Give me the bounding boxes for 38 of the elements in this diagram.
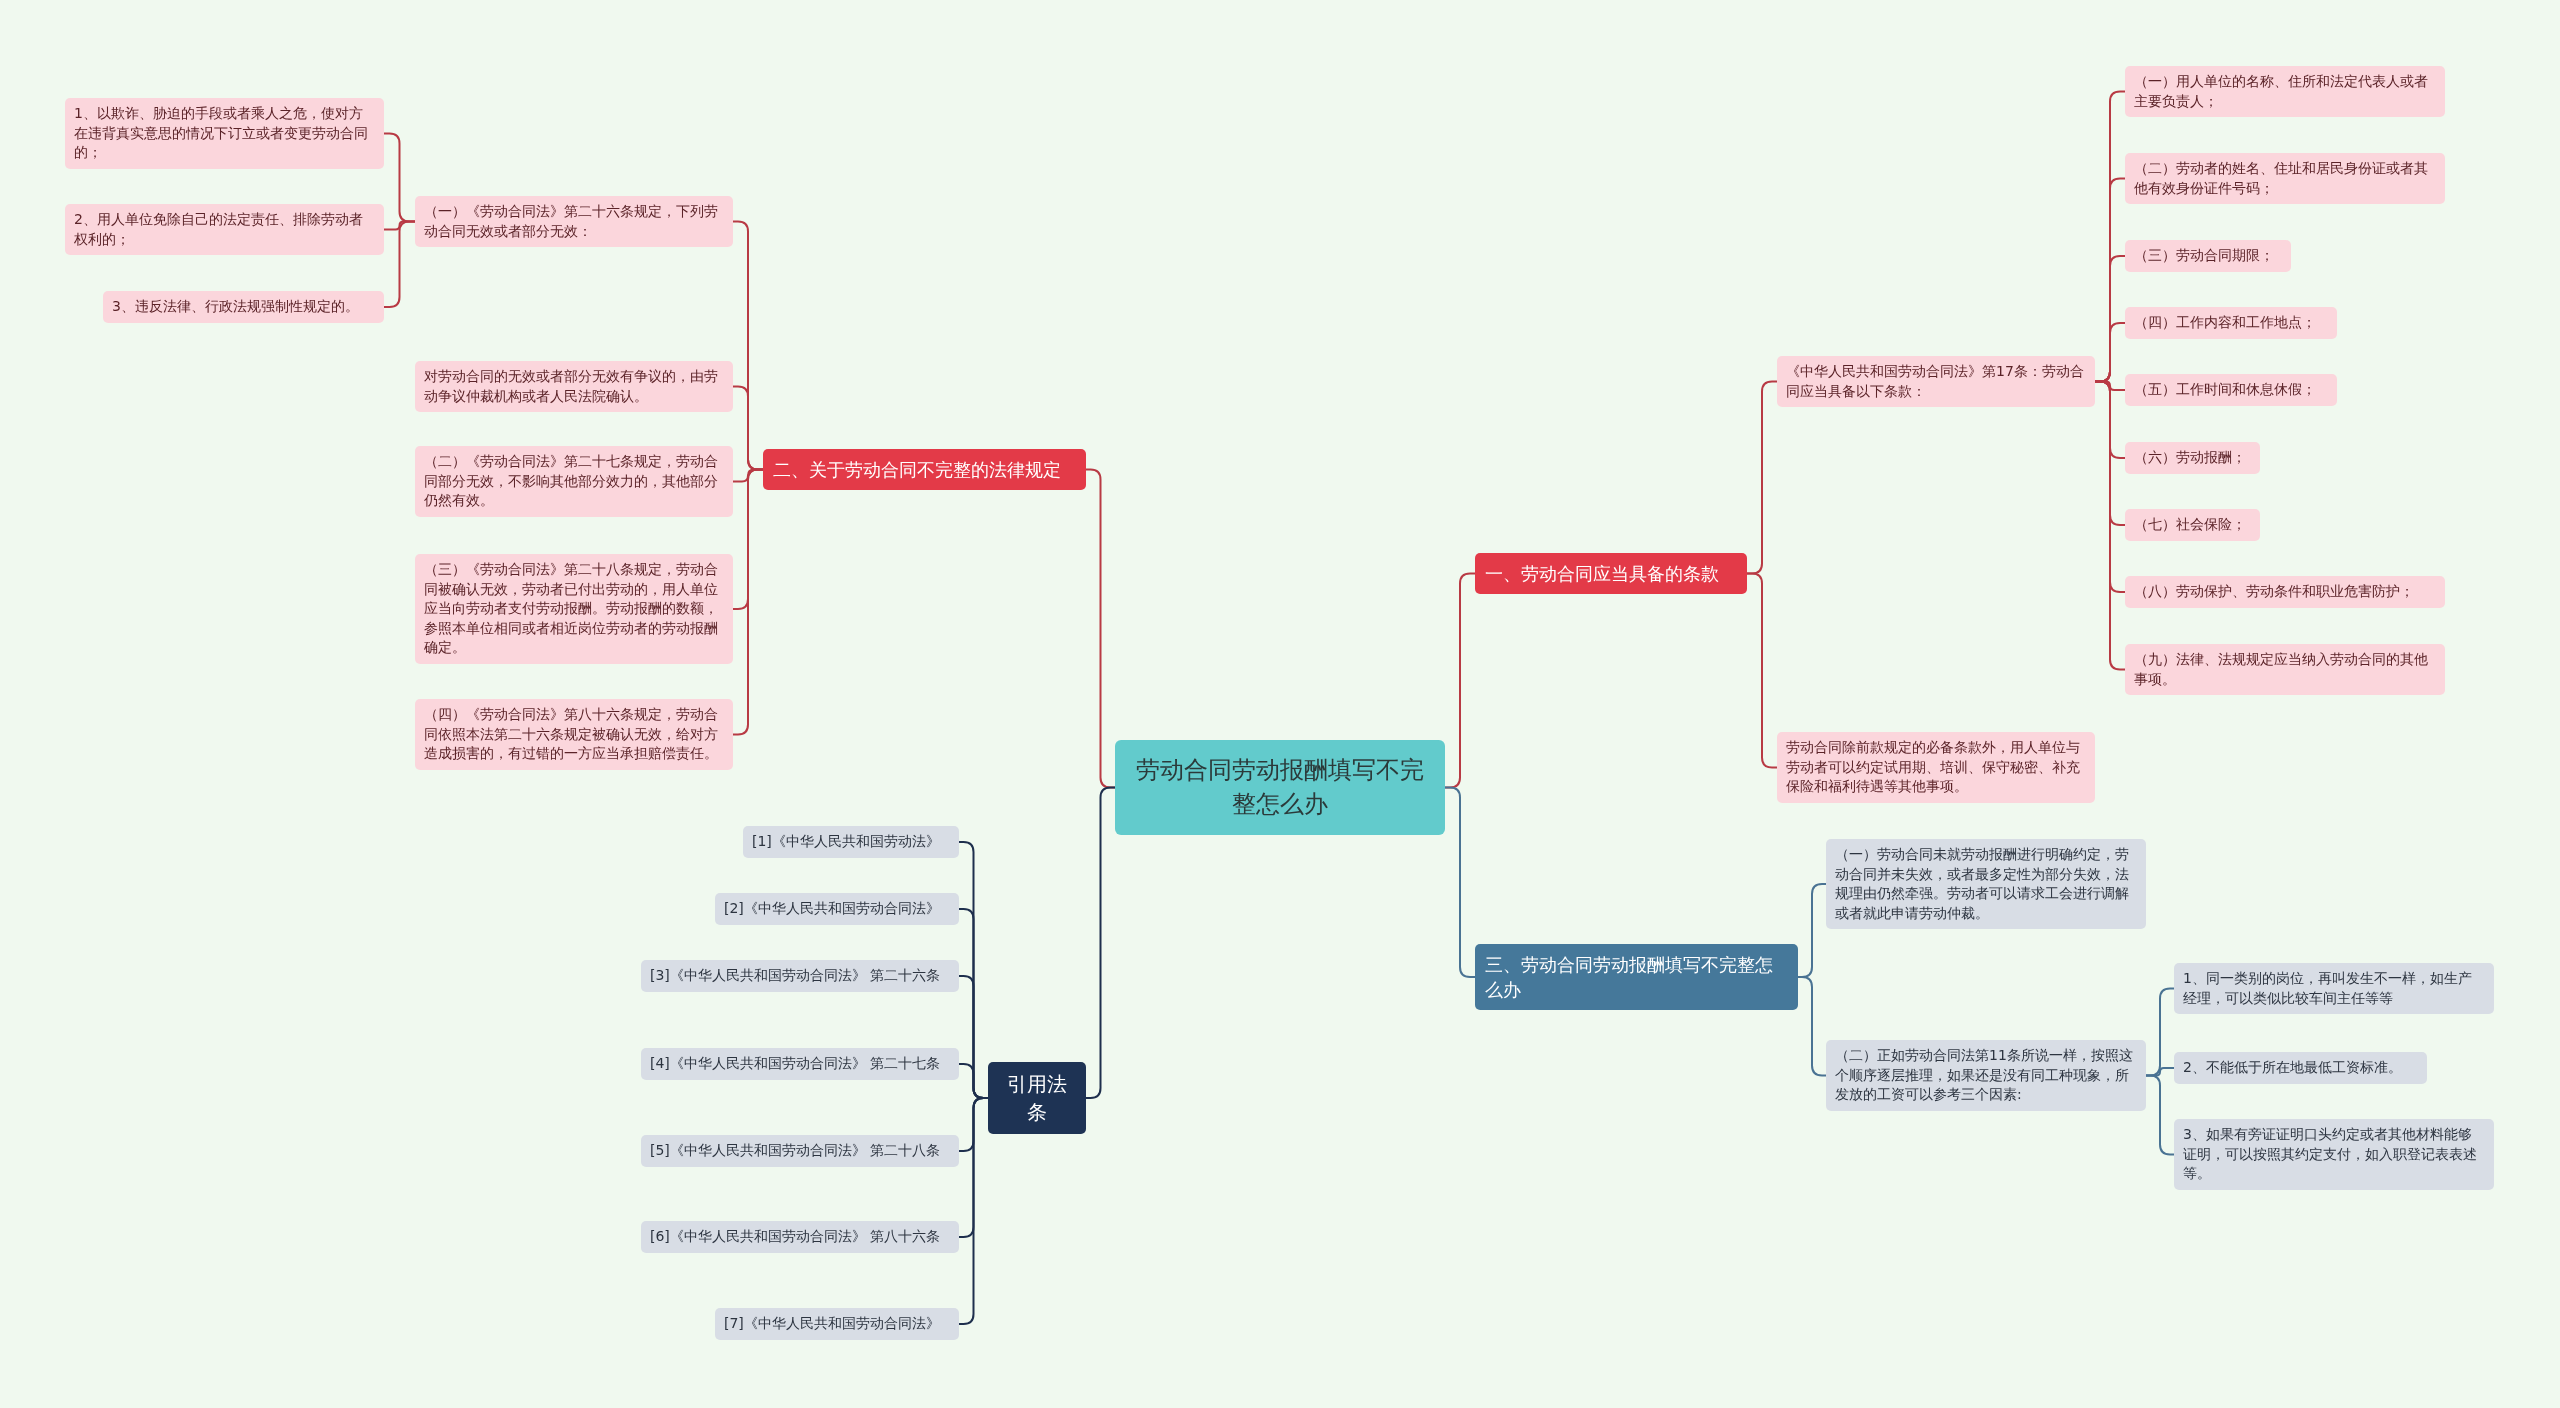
connector-line <box>2094 380 2126 671</box>
subtopic-box: 3、违反法律、行政法规强制性规定的。 <box>103 291 384 323</box>
subtopic-box: 1、同一类别的岗位，再叫发生不一样，如生产经理，可以类似比较车间主任等等 <box>2174 963 2494 1015</box>
branch-topic: 二、关于劳动合同不完整的法律规定 <box>763 449 1086 491</box>
subtopic-box: （二）正如劳动合同法第11条所说一样，按照这个顺序逐层推理，如果还是没有同工种现象，所发放的工资可以参考三个因素: <box>1826 1040 2146 1111</box>
subtopic-box: [4]《中华人民共和国劳动合同法》 第二十七条 <box>641 1048 959 1080</box>
subtopic-box: （三）《劳动合同法》第二十八条规定，劳动合同被确认无效，劳动者已付出劳动的，用人单位应当向劳动者支付劳动报酬。劳动报酬的数额，参照本单位相同或者相近岗位劳动者的劳动报酬确定。 <box>415 554 733 664</box>
subtopic-box: （六）劳动报酬； <box>2125 442 2260 474</box>
branch-topic: 一、劳动合同应当具备的条款 <box>1475 553 1747 595</box>
central-topic: 劳动合同劳动报酬填写不完整怎么办 <box>1115 740 1445 836</box>
subtopic-box: （一）劳动合同未就劳动报酬进行明确约定，劳动合同并未失效，或者最多定性为部分失效，法规理由仍然牵强。劳动者可以请求工会进行调解或者就此申请劳动仲裁。 <box>1826 839 2146 930</box>
subtopic-box: （四）《劳动合同法》第八十六条规定，劳动合同依照本法第二十六条规定被确认无效，给对方造成损害的，有过错的一方应当承担赔偿责任。 <box>415 699 733 770</box>
subtopic-box: 对劳动合同的无效或者部分无效有争议的，由劳动争议仲裁机构或者人民法院确认。 <box>415 361 733 413</box>
subtopic-box: 2、不能低于所在地最低工资标准。 <box>2174 1052 2427 1084</box>
subtopic-box: 3、如果有旁证证明口头约定或者其他材料能够证明，可以按照其约定支付，如入职登记表表述等。 <box>2174 1119 2494 1190</box>
subtopic-box: （七）社会保险； <box>2125 509 2260 541</box>
subtopic-box: [3]《中华人民共和国劳动合同法》 第二十六条 <box>641 960 959 992</box>
subtopic-box: （二）劳动者的姓名、住址和居民身份证或者其他有效身份证件号码； <box>2125 153 2445 205</box>
branch-topic: 三、劳动合同劳动报酬填写不完整怎么办 <box>1475 944 1798 1011</box>
subtopic-box: （一）用人单位的名称、住所和法定代表人或者主要负责人； <box>2125 66 2445 118</box>
subtopic-box: 1、以欺诈、胁迫的手段或者乘人之危，使对方在违背真实意思的情况下订立或者变更劳动合同的； <box>65 98 384 169</box>
subtopic-box: [7]《中华人民共和国劳动合同法》 <box>715 1308 959 1340</box>
subtopic-box: 《中华人民共和国劳动合同法》第17条：劳动合同应当具备以下条款： <box>1777 356 2095 408</box>
subtopic-box: （二）《劳动合同法》第二十七条规定，劳动合同部分无效，不影响其他部分效力的，其他部分仍然有效。 <box>415 446 733 517</box>
subtopic-box: 2、用人单位免除自己的法定责任、排除劳动者权利的； <box>65 204 384 256</box>
subtopic-box: 劳动合同除前款规定的必备条款外，用人单位与劳动者可以约定试用期、培训、保守秘密、补充保险和福利待遇等其他事项。 <box>1777 732 2095 803</box>
subtopic-box: （五）工作时间和休息休假； <box>2125 374 2337 406</box>
subtopic-box: （四）工作内容和工作地点； <box>2125 307 2337 339</box>
subtopic-box: [5]《中华人民共和国劳动合同法》 第二十八条 <box>641 1135 959 1167</box>
connector-line <box>2145 1074 2175 1156</box>
subtopic-box: （九）法律、法规规定应当纳入劳动合同的其他事项。 <box>2125 644 2445 696</box>
subtopic-box: [2]《中华人民共和国劳动合同法》 <box>715 893 959 925</box>
subtopic-box: [6]《中华人民共和国劳动合同法》 第八十六条 <box>641 1221 959 1253</box>
subtopic-box: （三）劳动合同期限； <box>2125 240 2291 272</box>
subtopic-box: （八）劳动保护、劳动条件和职业危害防护； <box>2125 576 2445 608</box>
subtopic-box: （一）《劳动合同法》第二十六条规定，下列劳动合同无效或者部分无效： <box>415 196 733 248</box>
subtopic-box: [1]《中华人民共和国劳动法》 <box>743 826 959 858</box>
branch-topic: 引用法条 <box>988 1062 1086 1134</box>
